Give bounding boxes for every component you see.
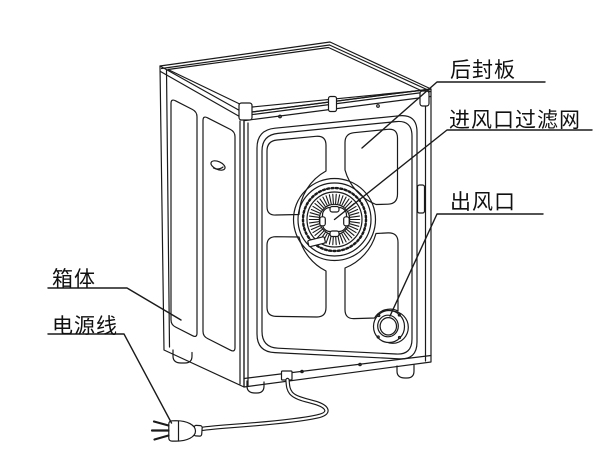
label-rear-panel: 后封板 [450,59,516,82]
label-air-outlet: 出风口 [450,191,516,214]
panel-emboss-shapes [266,128,399,320]
leader-power-cord [47,333,173,424]
label-power-cord: 电源线 [52,315,118,338]
leader-cabinet [47,287,182,321]
back-face [243,88,432,388]
label-cabinet: 箱体 [52,268,96,291]
power-cord [199,370,329,432]
label-inlet-filter: 进风口过滤网 [449,109,581,132]
inlet-fan-grille [292,177,377,262]
leader-inlet-filter [333,129,593,221]
feet [172,349,415,394]
rear-sealing-panel [256,115,418,360]
side-handle [210,160,226,171]
leader-rear-panel [361,81,546,149]
power-plug [150,420,203,442]
top-face [159,41,432,122]
leader-air-outlet [389,213,544,317]
